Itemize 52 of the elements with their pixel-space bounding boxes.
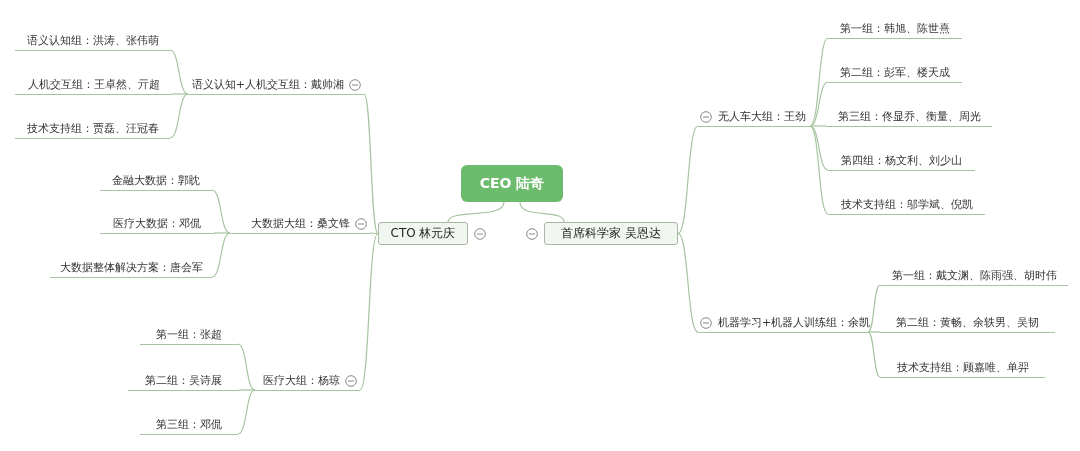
connector-line <box>211 232 231 278</box>
connector-line <box>171 93 189 95</box>
main-topic-text: CTO 林元庆 <box>390 225 456 242</box>
leaf-topic-text: 技术支持组：贾磊、汪冠春 <box>26 121 159 136</box>
leaf-topic-text: 技术支持组：顾嘉唯、单羿 <box>896 360 1029 375</box>
connector-line <box>237 389 256 435</box>
connector-line <box>363 93 379 235</box>
subtopic-text: 机器学习+机器人训练组：余凯 <box>718 315 871 330</box>
connector-line <box>369 232 379 235</box>
subtopic-text: 语义认知+人机交互组：戴帅湘 <box>191 77 344 92</box>
connector-line <box>809 125 829 215</box>
leaf-topic-text: 大数据整体解决方案：唐会军 <box>59 260 203 275</box>
connector-line <box>867 331 881 378</box>
leaf-topic-text: 金融大数据：郭眈 <box>112 173 200 188</box>
connector-line <box>213 232 231 234</box>
main-topic-text: 首席科学家 吴恩达 <box>561 225 661 242</box>
subtopic-text: 大数据大组：桑文锋 <box>251 216 350 231</box>
connector-line <box>519 201 565 223</box>
connector-line <box>809 81 829 127</box>
connector-line <box>809 37 829 127</box>
leaf-topic-text: 第一组：张超 <box>156 327 222 342</box>
topic-box <box>378 222 468 245</box>
connector-line <box>169 93 189 139</box>
connector-line <box>677 125 699 235</box>
leaf-topic-text: 第二组：黄畅、余轶男、吴韧 <box>896 315 1039 330</box>
leaf-topic-text: 技术支持组：邬学斌、倪凯 <box>840 197 973 212</box>
connector-line <box>809 125 827 127</box>
connector-line <box>237 343 256 391</box>
leaf-topic-text: 第三组：邓侃 <box>156 417 222 432</box>
topic-underline <box>50 258 212 278</box>
connector-line <box>867 331 881 333</box>
leaf-topic-text: 第二组：吴诗展 <box>145 373 222 388</box>
leaf-topic-text: 第四组：杨文利、刘少山 <box>841 153 962 168</box>
root-topic-text: CEO 陆奇 <box>479 174 545 193</box>
connector-line <box>169 49 189 95</box>
subtopic-text: 无人车大组：王劲 <box>718 109 806 124</box>
connector-line <box>211 189 231 234</box>
leaf-topic-text: 第一组：戴文渊、陈雨强、胡时伟 <box>891 268 1057 283</box>
leaf-topic-text: 人机交互组：王卓然、亓超 <box>27 77 160 92</box>
connector-line <box>447 201 505 223</box>
leaf-topic-text: 医疗大数据：邓侃 <box>113 216 201 231</box>
connector-line <box>677 232 699 333</box>
connector-line <box>867 284 881 333</box>
subtopic-text: 医疗大组：杨琼 <box>263 373 340 388</box>
leaf-topic-text: 第二组：彭军、楼天成 <box>840 65 950 80</box>
leaf-topic-text: 第三组：佟显乔、衡量、周光 <box>837 109 981 124</box>
connector-line <box>238 389 256 391</box>
leaf-topic-text: 第一组：韩旭、陈世熹 <box>840 21 950 36</box>
connector-line <box>809 125 829 171</box>
connector-line <box>359 232 379 391</box>
topic-box <box>544 222 678 245</box>
leaf-topic-text: 语义认知组：洪涛、张伟萌 <box>26 33 159 48</box>
